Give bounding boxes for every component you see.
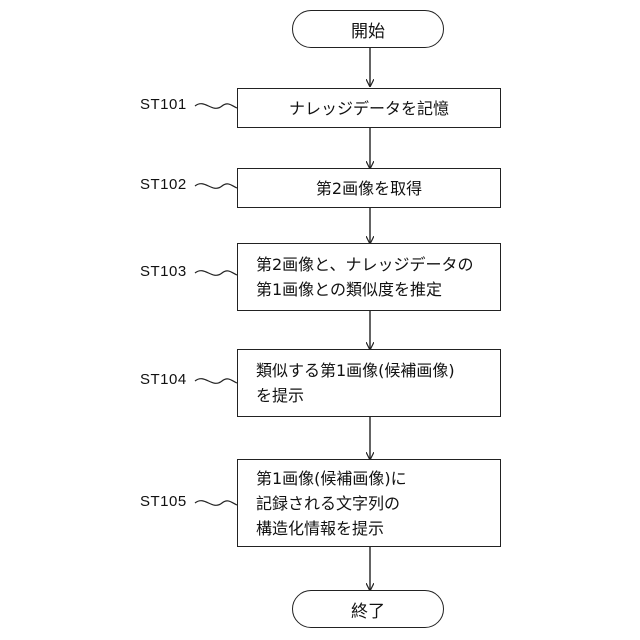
- start-label: 開始: [351, 17, 385, 42]
- process-box-st103: 第2画像と、ナレッジデータの 第1画像との類似度を推定: [237, 243, 501, 311]
- process-box-st102: 第2画像を取得: [237, 168, 501, 208]
- start-terminator: 開始: [292, 10, 444, 48]
- leader-st103: [195, 271, 237, 276]
- step-id-st101: ST101: [140, 96, 187, 113]
- step-id-st104: ST104: [140, 371, 187, 388]
- leader-st104: [195, 379, 237, 384]
- step-id-st103: ST103: [140, 263, 187, 280]
- step-text-line-1: 第1画像(候補画像)に: [256, 466, 407, 491]
- step-id-st105: ST105: [140, 493, 187, 510]
- step-text: ナレッジデータを記憶: [289, 96, 449, 121]
- step-text-line-2: 記録される文字列の: [256, 491, 400, 516]
- step-text: 第2画像を取得: [316, 176, 422, 201]
- step-text-line-1: 類似する第1画像(候補画像): [256, 358, 455, 383]
- end-label: 終了: [351, 597, 385, 622]
- leader-st101: [195, 104, 237, 109]
- step-text-line-2: を提示: [256, 383, 304, 408]
- leader-st105: [195, 501, 237, 506]
- process-box-st104: 類似する第1画像(候補画像) を提示: [237, 349, 501, 417]
- step-text-line-2: 第1画像との類似度を推定: [256, 277, 442, 302]
- process-box-st101: ナレッジデータを記憶: [237, 88, 501, 128]
- process-box-st105: 第1画像(候補画像)に 記録される文字列の 構造化情報を提示: [237, 459, 501, 547]
- end-terminator: 終了: [292, 590, 444, 628]
- leader-st102: [195, 184, 237, 189]
- step-id-st102: ST102: [140, 176, 187, 193]
- step-text-line-1: 第2画像と、ナレッジデータの: [256, 252, 474, 277]
- step-text-line-3: 構造化情報を提示: [256, 516, 384, 541]
